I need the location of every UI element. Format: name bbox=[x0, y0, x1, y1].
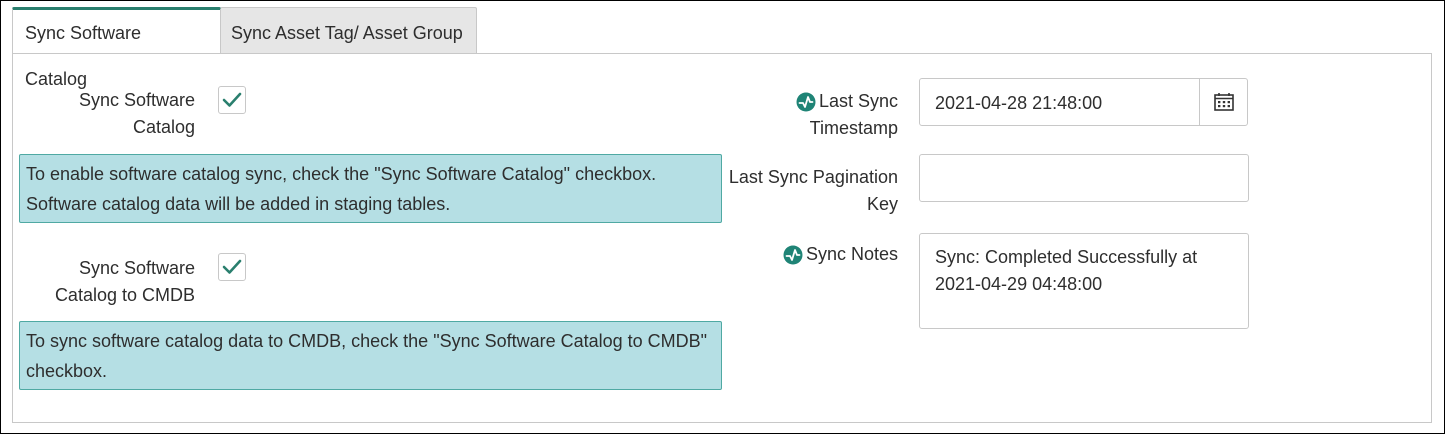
sync-cmdb-checkbox[interactable] bbox=[218, 253, 246, 281]
sync-notes-field[interactable]: Sync: Completed Successfully at 2021-04-… bbox=[919, 233, 1249, 329]
last-sync-label-line2: Timestamp bbox=[809, 118, 898, 138]
last-sync-timestamp-field[interactable]: 2021-04-28 21:48:00 bbox=[919, 78, 1248, 126]
check-icon bbox=[222, 259, 242, 274]
sync-notes-label-text: Sync Notes bbox=[805, 244, 898, 264]
field-status-icon bbox=[796, 92, 816, 112]
calendar-icon bbox=[1213, 93, 1234, 111]
pagination-key-field[interactable] bbox=[919, 154, 1249, 202]
sync-cmdb-info-line2: checkbox. bbox=[26, 361, 108, 381]
calendar-button[interactable] bbox=[1199, 79, 1247, 125]
sync-cmdb-label-line2: Catalog to CMDB bbox=[54, 285, 195, 305]
sync-notes-line1: Sync: Completed Successfully at bbox=[935, 247, 1198, 267]
sync-notes-label: Sync Notes bbox=[713, 241, 898, 268]
sync-cmdb-info-box: To sync software catalog data to CMDB, c… bbox=[19, 321, 722, 390]
tab-bar: Sync Software Catalog Sync Asset Tag/ As… bbox=[12, 7, 477, 89]
sync-catalog-info-line1: To enable software catalog sync, check t… bbox=[26, 164, 657, 184]
last-sync-label-line1: Last Sync bbox=[818, 91, 898, 111]
tab-sync-software-catalog[interactable]: Sync Software Catalog bbox=[12, 7, 221, 89]
sync-cmdb-label-line1: Sync Software bbox=[78, 258, 195, 278]
check-icon bbox=[222, 92, 242, 107]
tab-sync-asset-tag-asset-group[interactable]: Sync Asset Tag/ Asset Group bbox=[220, 7, 477, 53]
last-sync-timestamp-value: 2021-04-28 21:48:00 bbox=[935, 93, 1103, 113]
pagination-key-label: Last Sync Pagination Key bbox=[713, 164, 898, 218]
sync-cmdb-label: Sync Software Catalog to CMDB bbox=[33, 255, 195, 309]
sync-catalog-label-line2: Catalog bbox=[132, 117, 195, 137]
sync-catalog-checkbox[interactable] bbox=[218, 86, 246, 114]
tab-panel: Sync Software Catalog To enable software… bbox=[12, 53, 1432, 423]
sync-catalog-label-line1: Sync Software bbox=[78, 90, 195, 110]
sync-catalog-info-line2: Software catalog data will be added in s… bbox=[26, 194, 451, 214]
field-status-icon bbox=[783, 245, 803, 265]
pagination-label-line1: Last Sync Pagination bbox=[728, 167, 898, 187]
sync-cmdb-info-line1: To sync software catalog data to CMDB, c… bbox=[26, 331, 708, 351]
last-sync-timestamp-label: Last Sync Timestamp bbox=[713, 88, 898, 142]
pagination-label-line2: Key bbox=[866, 194, 898, 214]
sync-catalog-info-box: To enable software catalog sync, check t… bbox=[19, 154, 722, 223]
sync-catalog-label: Sync Software Catalog bbox=[53, 87, 195, 141]
sync-notes-line2: 2021-04-29 04:48:00 bbox=[935, 274, 1103, 294]
